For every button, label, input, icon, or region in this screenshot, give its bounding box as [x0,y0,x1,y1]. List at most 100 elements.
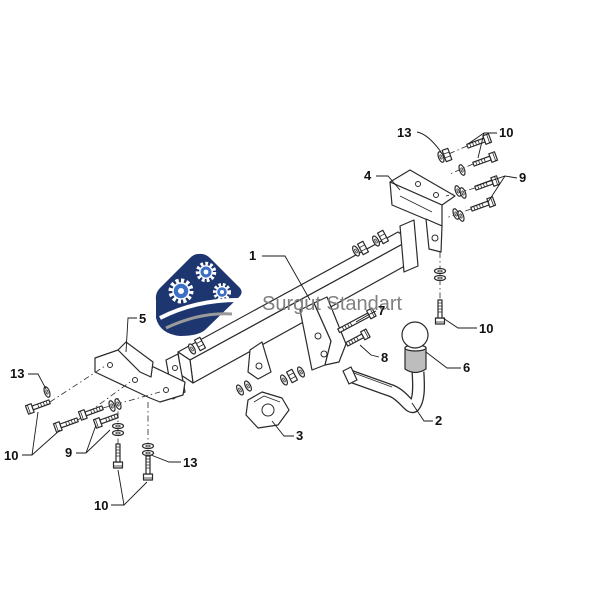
callout-labels: 13 10 4 9 1 5 7 10 8 6 13 3 2 10 9 13 10 [4,125,526,513]
leader-line-13-bottom [150,454,181,463]
leader-lines [22,131,518,506]
washer [111,422,125,430]
callout-10-top: 10 [499,125,513,140]
hook-end-cap [342,366,358,385]
logo: Surgut Standart [155,253,403,336]
right-top-fasteners [436,133,501,223]
logo-road-curve [165,312,233,330]
assembly-line [445,208,472,219]
bolt [142,455,154,481]
callout-9-left: 9 [65,445,72,460]
ball-mount-plate [245,391,290,429]
washer [433,267,447,275]
assembly-line [449,163,474,175]
callout-10-bottom: 10 [94,498,108,513]
right-bracket-hole [415,181,421,187]
right-bracket-hole [431,234,439,242]
ball-body [404,347,427,374]
end-plate-hole [172,365,178,371]
washer [457,163,467,177]
left-bracket-flange [117,341,154,378]
callout-5: 5 [139,311,146,326]
leader-line-4 [376,175,401,191]
leader-line-9-right [475,175,518,203]
tow-hook-neck [342,366,425,414]
mount-plate-hole [261,403,275,417]
bolt [24,396,52,415]
beam-center-plate [313,296,347,366]
left-bracket-hole [132,377,138,383]
callout-10-left: 10 [4,448,18,463]
right-bracket [389,169,456,253]
hook-fill [348,371,424,412]
washer [141,442,155,450]
left-bracket-hole [163,387,169,393]
leader-line-1 [262,255,311,301]
nut [285,368,299,384]
leader-line-10-mid [442,317,477,329]
washer [433,274,447,282]
leader-line-13-top [416,131,442,153]
leader-line-6 [425,351,461,369]
right-lower-fasteners [433,252,447,325]
callout-13-bottom: 13 [183,455,197,470]
callout-3: 3 [296,428,303,443]
center-plate-hole [314,332,322,340]
left-fasteners [24,365,161,481]
logo-emblem [155,253,242,336]
leader-line-10-bottom [111,469,148,506]
bolt [344,328,371,349]
callout-10-mid: 10 [479,321,493,336]
washer [111,429,125,437]
leader-line-3 [271,420,294,437]
left-bracket-hole [107,362,113,368]
bolt [112,443,124,469]
callout-8: 8 [381,350,388,365]
beam-right-end-plate [399,219,419,273]
gear-icon [168,278,194,304]
bolt [77,402,105,421]
mount-plate-edge [253,395,281,403]
right-bracket-edge [399,195,433,213]
washer [242,379,254,393]
bolt [469,196,497,215]
callout-13-left: 13 [10,366,24,381]
bolt [52,414,80,433]
hook-edge [353,372,393,388]
leader-line-10-left [22,411,61,456]
callout-7: 7 [378,303,385,318]
callout-13-top: 13 [397,125,411,140]
callout-6: 6 [463,360,470,375]
callout-2: 2 [435,413,442,428]
gear-icon [213,283,231,301]
callout-4: 4 [364,168,372,183]
washer [234,383,246,397]
washer [295,365,307,379]
washer [141,449,155,457]
tow-ball [401,321,429,374]
washer [278,373,290,387]
hanging-plate [247,341,272,380]
leader-line-10-top [467,132,497,159]
washer [456,209,466,223]
right-bracket-hole [433,192,439,198]
leader-line-7 [355,310,377,323]
callout-1: 1 [249,248,256,263]
logo-swoosh [159,298,239,320]
leader-line-8 [359,344,380,358]
center-plate-hole [320,350,328,358]
ball [401,321,429,349]
hanging-plate-hole [255,362,263,370]
assembly-line [49,365,106,403]
leader-line-2 [411,402,433,422]
gear-icon [195,261,217,283]
washer [42,385,52,399]
leader-line-5 [125,317,137,353]
leader-line-9-left [76,424,111,454]
bolt [434,299,446,325]
left-bracket [94,341,186,403]
callout-9-right: 9 [519,170,526,185]
washer [458,186,468,200]
